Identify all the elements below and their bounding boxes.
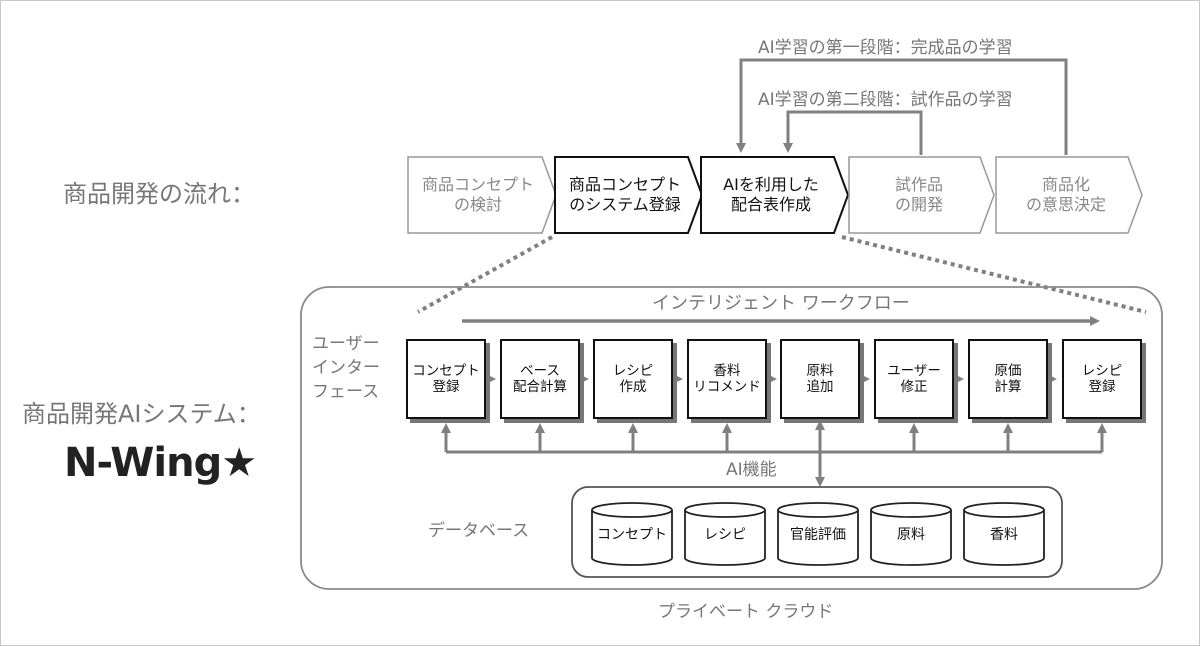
flow-step-5: 商品化 の意思決定 <box>1025 175 1106 214</box>
db-ingredient: 原料 <box>897 527 925 543</box>
learning-stage1-label: AI学習の第一段階：完成品の学習 <box>758 38 1013 58</box>
flow-label: 商品開発の流れ： <box>63 180 255 208</box>
module-base-formulation: ベース 配合計算 <box>500 339 580 419</box>
module-concept-register: コンセプト 登録 <box>406 339 486 419</box>
flow-chevrons <box>407 156 1143 234</box>
flow-step-shape <box>554 156 704 234</box>
module-recipe-create: レシピ 作成 <box>593 339 673 419</box>
n-wing-logo: N-Wing★ <box>64 440 257 486</box>
database-label: データベース <box>428 521 530 541</box>
flow-step-shape <box>700 156 850 234</box>
zoom-line-left <box>417 235 553 314</box>
cylinder <box>684 502 766 566</box>
db-flavor: 香料 <box>990 527 1018 543</box>
flow-step-1: 商品コンセプト の検討 <box>421 175 534 214</box>
module-cost-calc: 原価 計算 <box>968 339 1048 419</box>
learning-stage2-loop <box>783 110 923 155</box>
flow-step-2: 商品コンセプト のシステム登録 <box>568 175 681 214</box>
cylinder <box>591 502 673 566</box>
cylinder <box>777 502 859 566</box>
database-cylinders <box>591 502 1045 566</box>
system-container <box>300 286 1163 590</box>
ai-function-bus <box>441 420 1107 487</box>
module-ingredient-add: 原料 追加 <box>780 339 860 419</box>
module-recipe-register: レシピ 登録 <box>1062 339 1142 419</box>
ai-function-label: AI機能 <box>724 455 779 480</box>
db-sensory-eval: 官能評価 <box>790 527 846 543</box>
learning-stage1-loop <box>736 58 1068 155</box>
database-container <box>571 486 1063 578</box>
user-interface-label: ユーザー インター フェース <box>312 334 380 402</box>
learning-stage2-label: AI学習の第二段階：試作品の学習 <box>758 90 1013 110</box>
module-flavor-recommend: 香料 リコメンド <box>687 339 767 419</box>
flow-step-shape <box>995 156 1143 234</box>
module-connectors <box>486 374 1057 384</box>
cylinder <box>870 502 952 566</box>
flow-step-shape <box>407 156 557 234</box>
cylinder <box>963 502 1045 566</box>
db-concept: コンセプト <box>597 527 667 543</box>
private-cloud-label: プライベート クラウド <box>658 602 834 622</box>
system-label: 商品開発AIシステム： <box>22 400 261 428</box>
workflow-title: インテリジェント ワークフロー <box>652 293 910 314</box>
flow-step-4: 試作品 の開発 <box>894 175 943 214</box>
db-recipe: レシピ <box>704 527 746 543</box>
flow-step-shape <box>848 156 995 234</box>
flow-step-3: AIを利用した 配合表作成 <box>723 175 819 214</box>
module-user-edit: ユーザー 修正 <box>874 339 954 419</box>
